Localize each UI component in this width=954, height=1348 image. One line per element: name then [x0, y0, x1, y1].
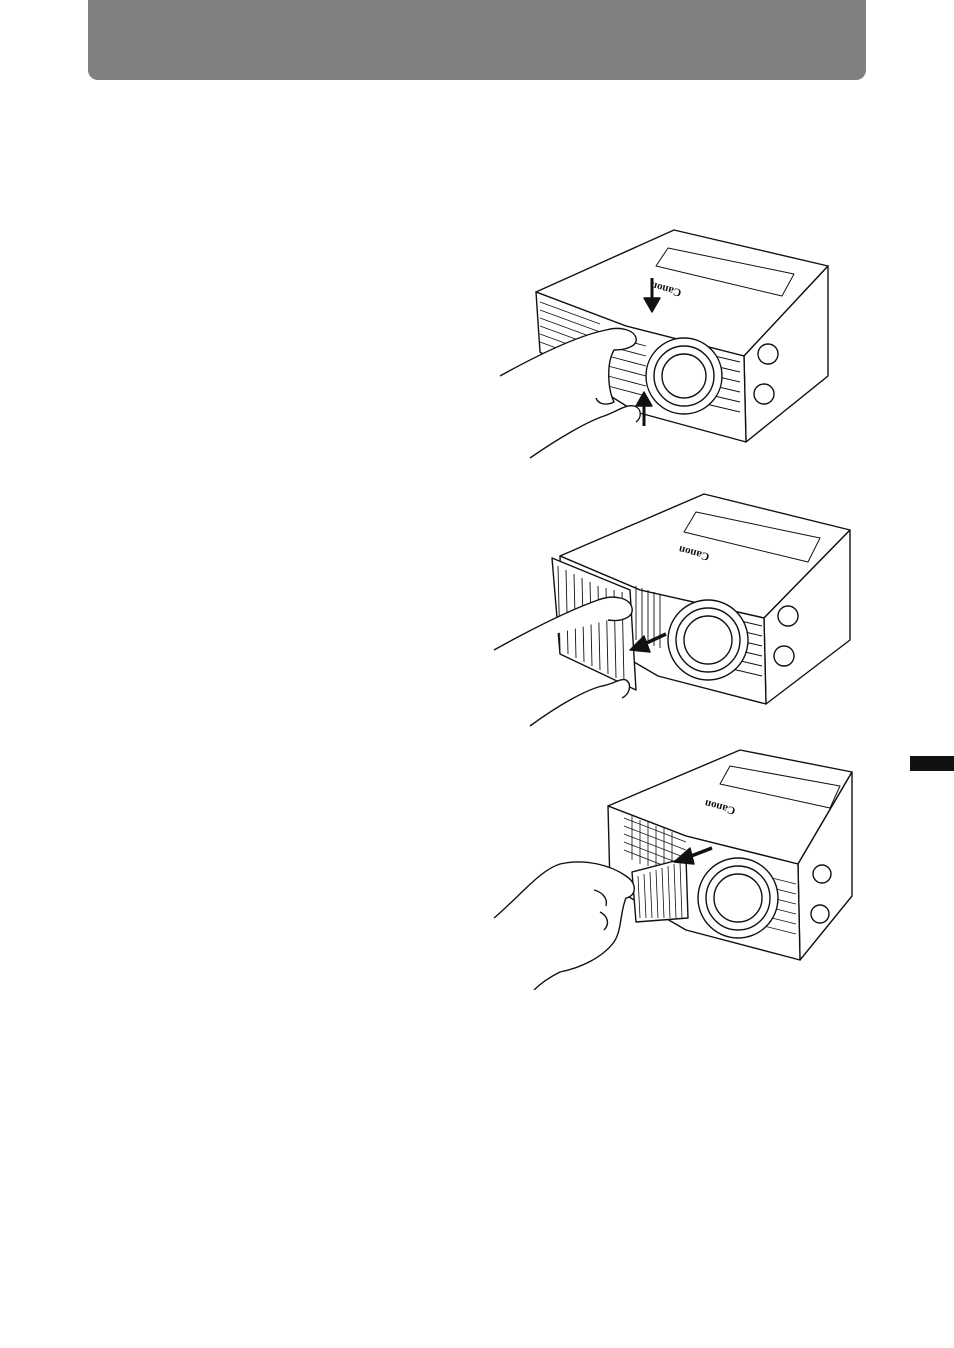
illustration-remove-cover: Canon — [490, 490, 852, 730]
chapter-side-tab — [910, 756, 954, 771]
illustration-remove-filter: Canon — [490, 746, 854, 990]
illustration-press-cover-tabs: Canon — [496, 226, 832, 462]
page-header-bar — [88, 0, 866, 80]
